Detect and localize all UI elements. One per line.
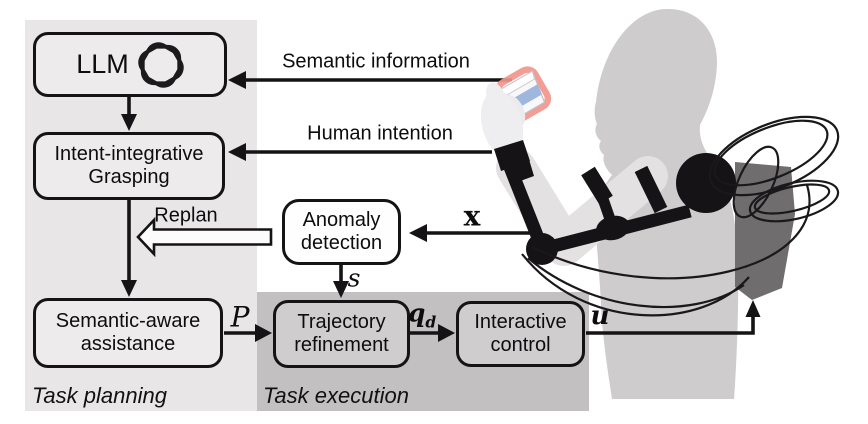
human-intention-label: Human intention <box>307 122 453 145</box>
node-llm: LLM <box>33 32 227 97</box>
backpack <box>735 162 795 300</box>
node-semantic-assistance: Semantic-aware assistance <box>33 298 223 368</box>
arrowhead <box>121 114 137 131</box>
state-symbol-x: x <box>463 199 481 233</box>
node-anomaly-detection: Anomaly detection <box>282 199 401 265</box>
node-interactive-control: Interactive control <box>456 301 585 367</box>
anomaly-symbol-s: s <box>347 263 361 293</box>
arrow-control-u <box>586 312 755 335</box>
openai-logo-icon <box>138 41 184 88</box>
cable-loops <box>521 115 840 317</box>
task-execution-label: Task execution <box>263 383 409 408</box>
trajectory-symbol-qd: qd <box>408 299 436 332</box>
task-planning-label: Task planning <box>32 383 167 408</box>
human-hand <box>480 82 526 158</box>
plan-symbol-p: P <box>230 300 250 334</box>
node-line: Anomaly <box>302 209 381 231</box>
arrowhead <box>409 224 427 242</box>
q-base: q <box>407 298 426 328</box>
llm-content: LLM <box>76 41 184 88</box>
node-intent-grasping: Intent-integrative Grasping <box>33 132 225 200</box>
node-line: refinement <box>294 334 389 356</box>
node-line: Intent-integrative <box>54 143 204 165</box>
llm-label: LLM <box>76 49 129 79</box>
node-line: assistance <box>80 333 176 355</box>
node-trajectory-refinement: Trajectory refinement <box>273 300 410 368</box>
node-line: Trajectory <box>297 311 386 333</box>
node-line: Semantic-aware <box>55 310 201 332</box>
human-silhouette <box>594 8 739 399</box>
q-subscript: d <box>425 312 437 332</box>
arrowhead <box>255 324 272 342</box>
exo-elbow-joint <box>526 233 558 265</box>
control-symbol-u: u <box>590 301 610 331</box>
arrowhead <box>333 281 349 298</box>
exo-mid-joint <box>596 215 630 241</box>
node-line: Interactive <box>474 311 567 333</box>
arrowhead <box>228 143 246 161</box>
replan-label: Replan <box>154 204 218 227</box>
semantic-information-label: Semantic information <box>282 50 470 73</box>
replan-hollow-arrow <box>136 216 273 258</box>
arrowhead <box>228 71 246 89</box>
node-line: Grasping <box>88 166 170 188</box>
arrowhead <box>745 300 761 317</box>
exo-shoulder-joint <box>676 153 736 213</box>
node-line: detection <box>300 232 383 254</box>
node-line: control <box>490 334 551 356</box>
arrowhead <box>121 280 137 297</box>
arrowhead <box>438 324 455 342</box>
